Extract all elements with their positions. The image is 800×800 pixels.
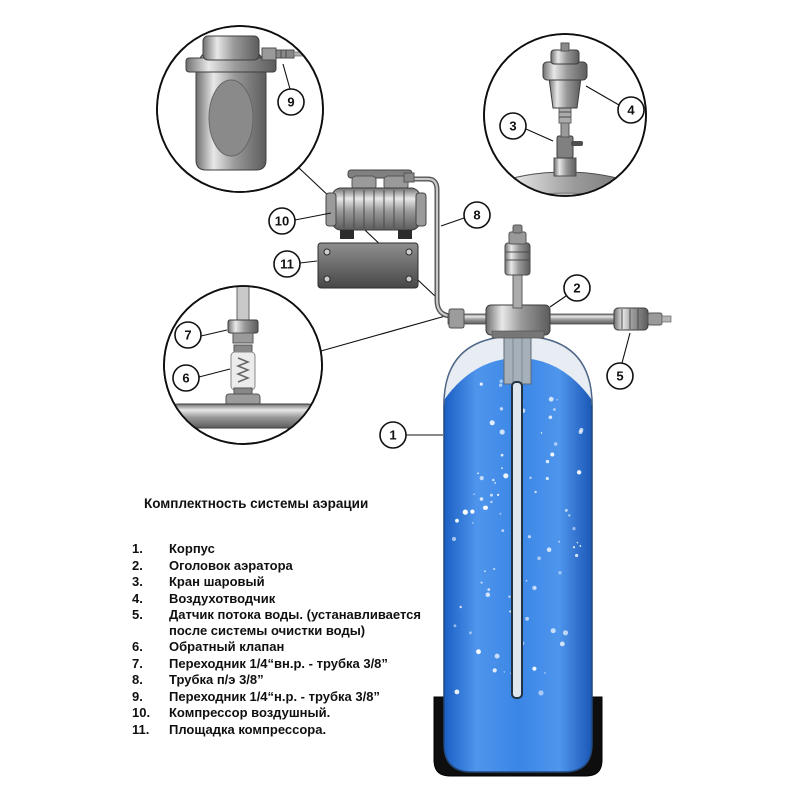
legend-item-text: Кран шаровый xyxy=(169,574,265,589)
legend-item-number: 9. xyxy=(132,688,143,704)
legend-item-9: 9. Переходник 1/4“н.р. - трубка 3/8” xyxy=(132,689,454,705)
svg-text:8: 8 xyxy=(473,208,480,223)
callout-4: 4 xyxy=(585,85,645,124)
svg-text:9: 9 xyxy=(287,95,294,110)
legend-item-7: 7. Переходник 1/4“вн.р. - трубка 3/8” xyxy=(132,656,454,672)
legend-item-6: 6. Обратный клапан xyxy=(132,639,454,655)
svg-text:5: 5 xyxy=(616,369,623,384)
air-compressor xyxy=(325,169,427,239)
aerator-column xyxy=(504,224,531,309)
legend-item-number: 3. xyxy=(132,574,143,589)
svg-text:1: 1 xyxy=(389,428,396,443)
detail-circle-check-valve xyxy=(163,285,323,445)
tank-dome-headspace xyxy=(444,336,592,400)
legend-item-10: 10. Компрессор воздушный. xyxy=(132,705,454,721)
legend-item-text: Оголовок аэратора xyxy=(169,557,293,573)
legend-item-3: 3. Кран шаровый xyxy=(132,574,454,590)
air-vent-4 xyxy=(542,42,588,124)
callout-5: 5 xyxy=(606,332,634,390)
tank-body xyxy=(443,335,593,773)
aerator-head xyxy=(485,304,551,339)
legend-item-5: 5. Датчик потока воды. (устанавливается … xyxy=(132,607,454,638)
detail-circle-compressor-head xyxy=(156,25,324,193)
legend-item-number: 4. xyxy=(132,590,143,606)
air-tube xyxy=(412,176,460,319)
callout-8: 8 xyxy=(440,201,491,229)
legend-item-text: Трубка п/э 3/8” xyxy=(169,672,264,687)
legend-item-number: 2. xyxy=(132,557,143,573)
legend-item-number: 7. xyxy=(132,655,143,671)
callout-10: 10 xyxy=(268,207,332,235)
svg-text:4: 4 xyxy=(627,103,635,118)
svg-text:6: 6 xyxy=(182,371,189,386)
legend-item-11: 11. Площадка компрессора. xyxy=(132,722,454,738)
svg-text:3: 3 xyxy=(509,119,516,134)
adapter-fitting-9 xyxy=(261,47,307,61)
check-valve-6 xyxy=(230,344,256,398)
legend-item-text: Компрессор воздушный. xyxy=(169,705,331,720)
pointer-line-midleft-detail xyxy=(320,314,450,352)
svg-text:10: 10 xyxy=(275,214,289,229)
legend-item-1: 1. Корпус xyxy=(132,541,454,557)
ball-valve-3 xyxy=(556,135,583,159)
legend-item-8: 8. Трубка п/э 3/8” xyxy=(132,672,454,688)
legend-item-number: 11. xyxy=(132,721,150,737)
legend-item-text: Корпус xyxy=(169,541,215,556)
detail-circle-air-vent xyxy=(483,33,647,197)
flow-sensor xyxy=(613,307,672,331)
callout-11: 11 xyxy=(273,250,318,278)
callout-6: 6 xyxy=(172,364,231,392)
svg-text:11: 11 xyxy=(280,257,294,272)
legend-title: Комплектность системы аэрации xyxy=(144,496,369,511)
legend-item-text: Обратный клапан xyxy=(169,639,285,654)
callout-9: 9 xyxy=(277,63,305,116)
parts-legend: Комплектность системы аэрации 1. Корпус … xyxy=(132,496,454,738)
legend-item-text: Переходник 1/4“вн.р. - трубка 3/8” xyxy=(169,655,388,671)
callout-2: 2 xyxy=(549,274,591,308)
legend-item-2: 2. Оголовок аэратора xyxy=(132,558,454,574)
svg-text:7: 7 xyxy=(184,328,191,343)
adapter-fitting-7 xyxy=(227,319,259,344)
callout-7: 7 xyxy=(174,321,228,349)
callout-3: 3 xyxy=(499,112,554,142)
svg-text:2: 2 xyxy=(573,281,580,296)
dip-tube xyxy=(503,336,532,699)
legend-item-number: 8. xyxy=(132,672,143,687)
legend-item-number: 6. xyxy=(132,639,143,654)
legend-item-number: 5. xyxy=(132,607,143,622)
legend-item-number: 10. xyxy=(132,705,151,720)
tube-tee-fitting xyxy=(448,308,465,329)
legend-item-number: 1. xyxy=(132,541,143,556)
legend-item-text: Переходник 1/4“н.р. - трубка 3/8” xyxy=(169,688,380,704)
legend-item-4: 4. Воздухотводчик xyxy=(132,591,454,607)
legend-item-text: Площадка компрессора. xyxy=(169,721,327,737)
legend-item-text: Датчик потока воды. (устанавливается пос… xyxy=(169,607,421,638)
legend-item-text: Воздухотводчик xyxy=(169,590,276,606)
callout-1: 1 xyxy=(379,421,443,449)
compressor-platform xyxy=(317,242,419,289)
